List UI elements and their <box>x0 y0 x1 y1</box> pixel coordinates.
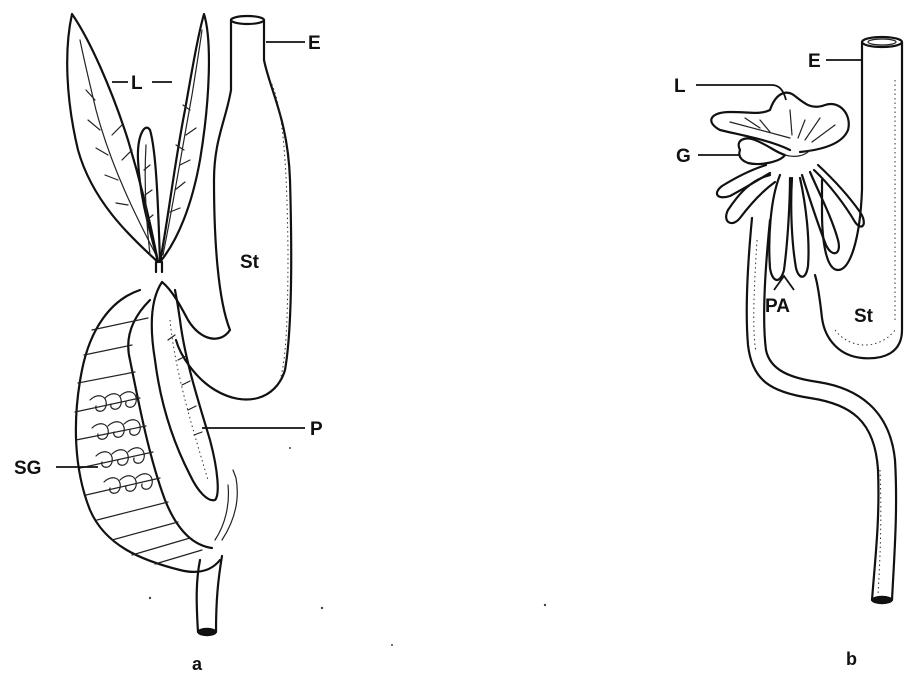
esophagus-b <box>822 42 862 270</box>
figure-a: L E St P SG a <box>14 14 323 674</box>
label-stomach-b: St <box>854 306 874 327</box>
figure-b: L G E PA St b <box>391 37 902 669</box>
label-pancreas-a: P <box>310 419 323 440</box>
pyloric-appendages-b <box>717 165 864 280</box>
gall-bladder-b <box>739 138 785 164</box>
label-liver-b: L <box>674 76 686 97</box>
rectum-a <box>197 556 222 632</box>
label-liver-a: L <box>131 73 143 94</box>
stomach-a <box>176 20 291 400</box>
label-stomach-a: St <box>240 252 260 273</box>
label-spiral-gut-a: SG <box>14 458 41 479</box>
label-esophagus-b: E <box>808 51 821 72</box>
label-gall-bladder-b: G <box>676 146 691 167</box>
caption-b: b <box>846 649 857 669</box>
label-pyloric-appendages-b: PA <box>765 296 790 317</box>
liver-left-lobe <box>67 14 158 262</box>
caption-a: a <box>192 654 203 674</box>
label-esophagus-a: E <box>308 33 321 54</box>
